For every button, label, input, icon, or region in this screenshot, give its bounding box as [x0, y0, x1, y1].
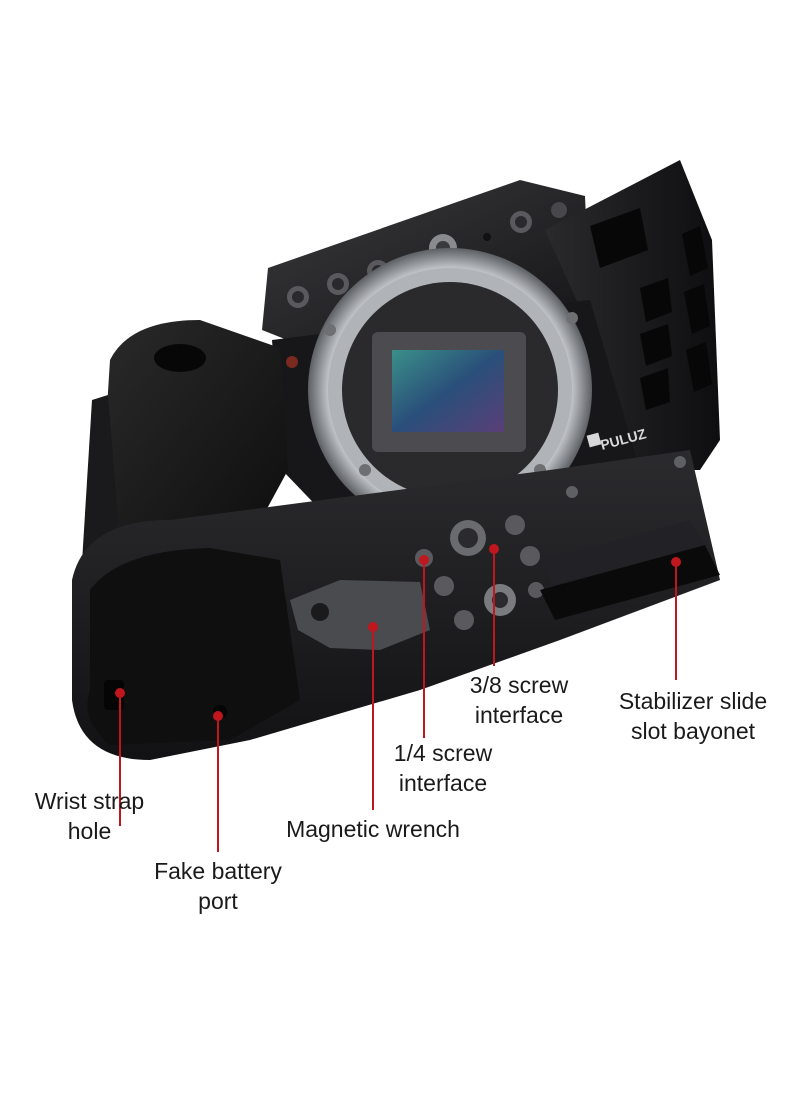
callout-line: Magnetic wrench [286, 816, 460, 842]
callout-stabilizer-slide-slot: Stabilizer slide slot bayonet [598, 686, 788, 746]
callout-magnetic-wrench: Magnetic wrench [270, 814, 476, 844]
callout-pointers [115, 544, 681, 852]
callout-line: hole [67, 818, 112, 844]
callout-three-eighths-screw-interface: 3/8 screw interface [446, 670, 592, 730]
lens-mount [308, 248, 592, 532]
callout-fake-battery-port: Fake battery port [140, 856, 296, 916]
bottom-grip-pad [87, 548, 300, 745]
side-cutouts [590, 208, 712, 410]
cage-right-side [545, 160, 720, 470]
screw-holes-bottom [415, 515, 544, 630]
callout-line: 3/8 screw [469, 672, 569, 698]
callout-wrist-strap-hole: Wrist strap hole [22, 786, 157, 846]
af-assist-lamp [286, 356, 298, 368]
callout-line: Stabilizer slide [618, 688, 768, 714]
callout-line: port [198, 888, 238, 914]
callout-line: 1/4 screw [393, 740, 493, 766]
callout-line: Fake battery [154, 858, 282, 884]
callout-quarter-screw-interface: 1/4 screw interface [370, 738, 516, 798]
callout-line: interface [474, 702, 564, 728]
magnetic-wrench [290, 580, 430, 650]
callout-line: slot bayonet [630, 718, 756, 744]
callout-line: Wrist strap [34, 788, 145, 814]
image-sensor [392, 350, 504, 432]
hand-grip [100, 320, 288, 560]
callout-line: interface [398, 770, 488, 796]
